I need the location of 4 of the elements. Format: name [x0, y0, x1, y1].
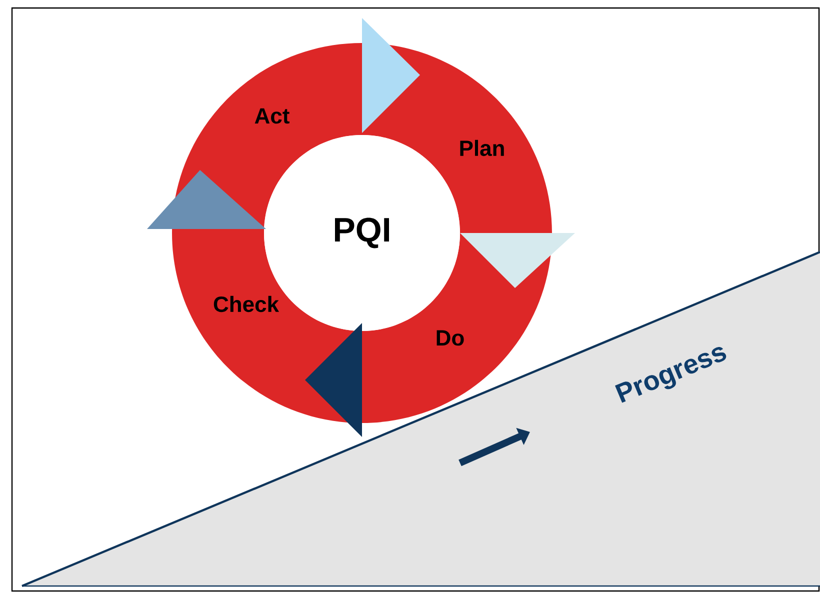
chevron-arrow: [147, 170, 266, 229]
chevron-arrow: [460, 232, 575, 288]
chevron-arrow: [305, 322, 362, 437]
chevron-arrow: [362, 18, 420, 133]
